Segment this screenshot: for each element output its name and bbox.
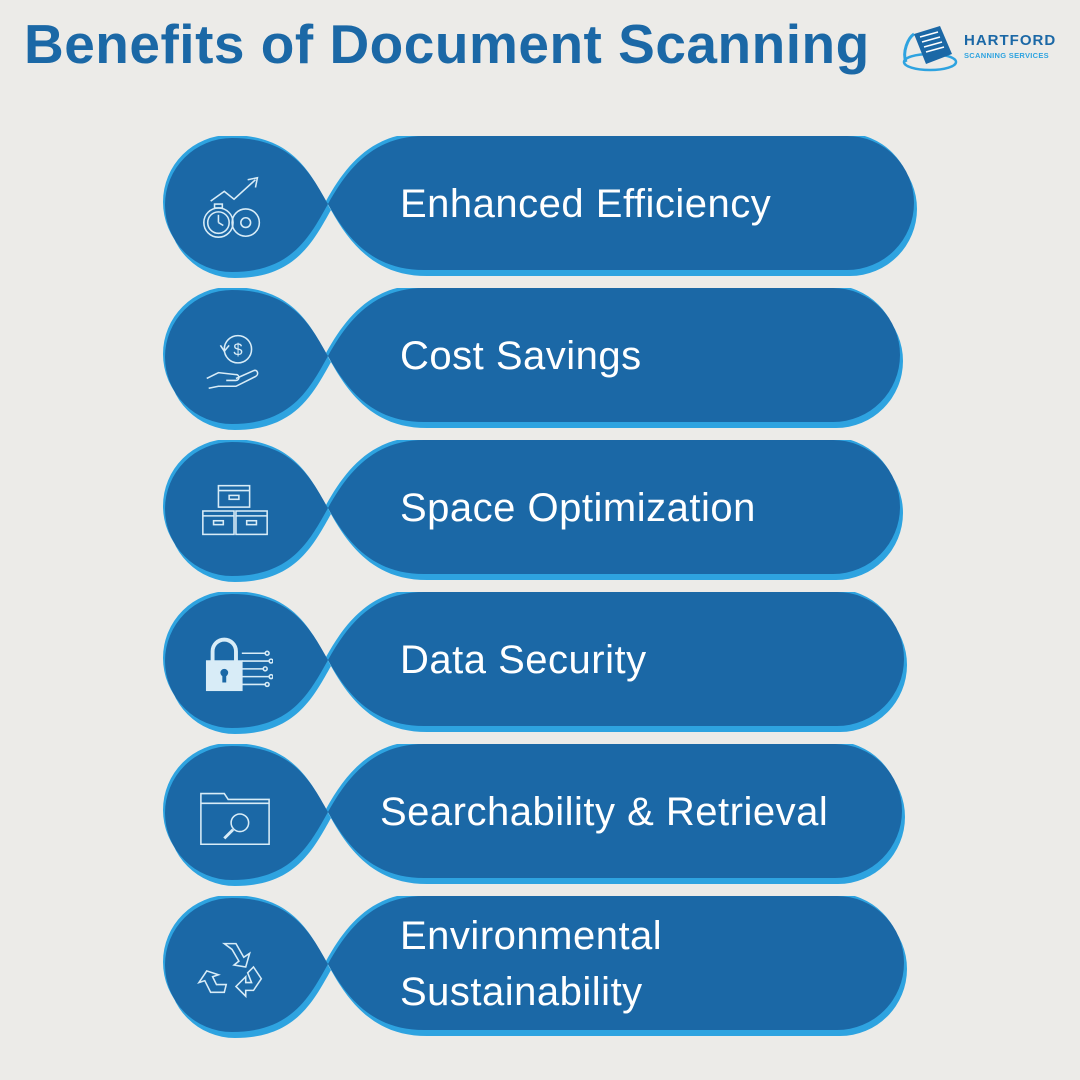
stopwatch-gear-growth-icon — [203, 176, 261, 238]
benefit-label: Enhanced Efficiency — [400, 182, 772, 226]
benefit-item: Data Security — [162, 592, 922, 738]
page-title: Benefits of Document Scanning — [24, 13, 870, 75]
padlock-circuit-icon — [205, 637, 273, 692]
benefit-item: Searchability & Retrieval — [162, 744, 922, 890]
recycle-icon — [197, 942, 263, 999]
benefit-shape — [163, 744, 905, 886]
benefit-shape — [163, 896, 907, 1038]
folder-search-icon — [200, 792, 270, 846]
benefit-label: Searchability & Retrieval — [380, 790, 829, 834]
benefit-item: Enhanced Efficiency — [162, 136, 922, 282]
svg-text:$: $ — [233, 340, 242, 359]
logo-name: HARTFORD — [964, 32, 1057, 49]
benefit-shape — [163, 288, 903, 430]
logo-document-icon — [902, 26, 958, 72]
benefit-label: Cost Savings — [400, 334, 642, 378]
benefit-label: Data Security — [400, 638, 647, 682]
benefit-label: Space Optimization — [400, 486, 756, 530]
logo-subtitle: SCANNING SERVICES — [964, 51, 1049, 60]
stacked-boxes-icon — [202, 484, 268, 536]
benefit-label: Environmental Sustainability — [400, 914, 663, 1014]
benefit-item: $ Cost Savings — [162, 288, 922, 434]
benefit-shape — [163, 440, 903, 582]
hand-dollar-icon: $ — [206, 334, 259, 389]
logo: HARTFORD SCANNING SERVICES — [900, 24, 1070, 74]
benefit-shape — [163, 592, 907, 734]
benefit-shape — [163, 136, 917, 278]
benefit-item: Environmental Sustainability — [162, 896, 922, 1042]
benefit-item: Space Optimization — [162, 440, 922, 586]
